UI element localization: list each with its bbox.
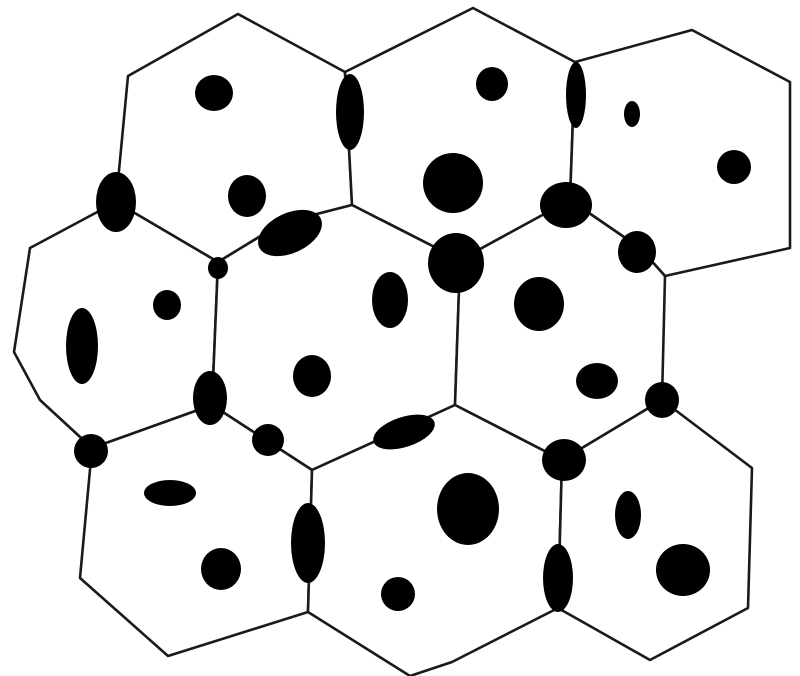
particle [576, 363, 618, 399]
particle [228, 175, 266, 217]
particle [193, 371, 227, 425]
particle [293, 355, 331, 397]
particle [514, 277, 564, 331]
particle [566, 62, 586, 128]
particle [615, 491, 641, 539]
particle [208, 257, 228, 279]
particle [195, 75, 233, 111]
particle [543, 544, 573, 612]
particle [542, 439, 586, 481]
particle [372, 272, 408, 328]
particle [437, 473, 499, 545]
particle [476, 67, 508, 101]
particle [645, 382, 679, 418]
particle [540, 182, 592, 228]
particle [153, 290, 181, 320]
particle [252, 424, 284, 456]
particle [428, 233, 484, 293]
particle [96, 172, 136, 232]
particle [74, 434, 108, 468]
particle [717, 150, 751, 184]
particle [66, 308, 98, 384]
particle [336, 74, 364, 150]
particle [624, 101, 640, 127]
particle [656, 544, 710, 596]
particle [423, 153, 483, 213]
particle [618, 231, 656, 273]
particle [291, 503, 325, 583]
particle [201, 548, 241, 590]
particle [144, 480, 196, 506]
particle [381, 577, 415, 611]
